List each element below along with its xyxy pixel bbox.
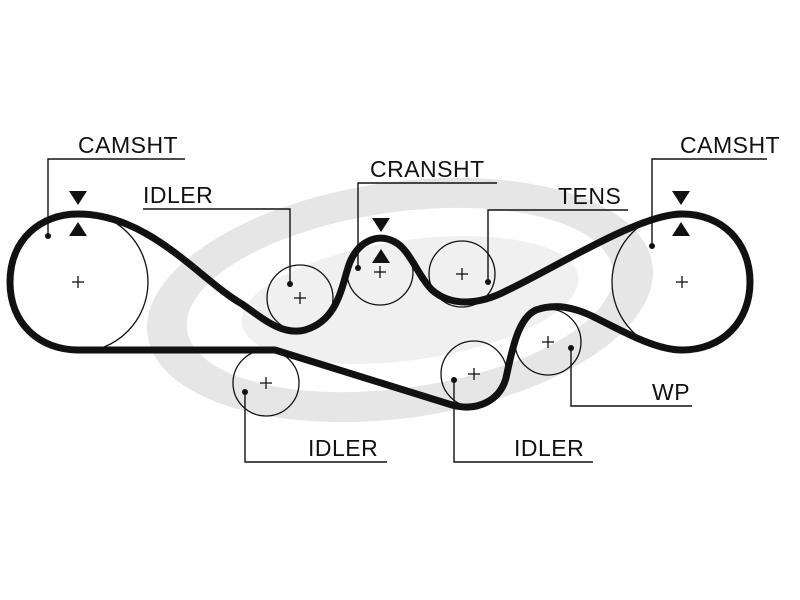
- label-camsht-right: CAMSHT: [680, 132, 780, 158]
- timing-mark-crankshaft: [372, 218, 390, 263]
- label-idler-bottom-right: IDLER: [514, 435, 584, 461]
- timing-mark-camshaft-right: [672, 191, 690, 236]
- label-tens: TENS: [558, 183, 621, 209]
- pulley-tensioner: [428, 240, 496, 308]
- timing-mark-camshaft-left: [69, 191, 87, 236]
- leader-tens: [485, 209, 628, 285]
- leader-camsht-right: [649, 158, 767, 249]
- leader-camsht-left: [45, 158, 185, 239]
- leader-idler-top: [143, 208, 293, 287]
- leader-wp: [568, 345, 692, 407]
- leader-idler-bottom-right: [451, 377, 593, 463]
- timing-belt: [6, 210, 754, 411]
- leader-idler-bottom-left: [242, 389, 387, 463]
- label-idler-bottom-left: IDLER: [308, 435, 378, 461]
- label-cransht: CRANSHT: [370, 156, 485, 182]
- label-wp: WP: [652, 379, 690, 405]
- leader-cransht: [355, 182, 497, 271]
- label-camsht-left: CAMSHT: [78, 132, 178, 158]
- label-idler-top: IDLER: [143, 182, 213, 208]
